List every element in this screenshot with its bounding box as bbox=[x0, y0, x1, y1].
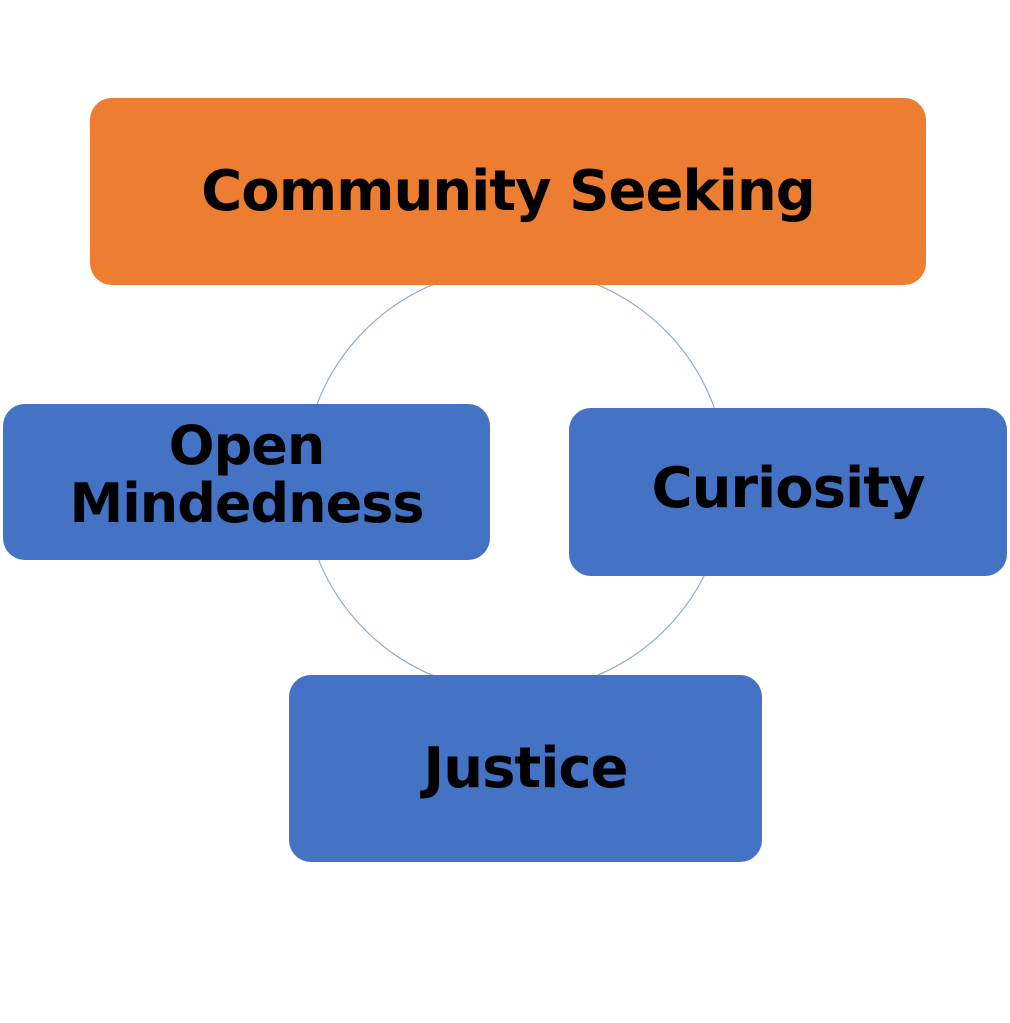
node-label-line-2: Mindedness bbox=[69, 472, 425, 535]
node-open-mindedness: Open Mindedness bbox=[3, 404, 490, 560]
node-label: Curiosity bbox=[651, 455, 925, 521]
node-curiosity: Curiosity bbox=[569, 408, 1007, 576]
node-label: Community Seeking bbox=[201, 159, 816, 224]
node-justice: Justice bbox=[289, 675, 762, 862]
node-label-line-1: Open bbox=[168, 413, 326, 477]
node-label: Justice bbox=[423, 736, 628, 801]
node-community-seeking: Community Seeking bbox=[90, 98, 926, 285]
